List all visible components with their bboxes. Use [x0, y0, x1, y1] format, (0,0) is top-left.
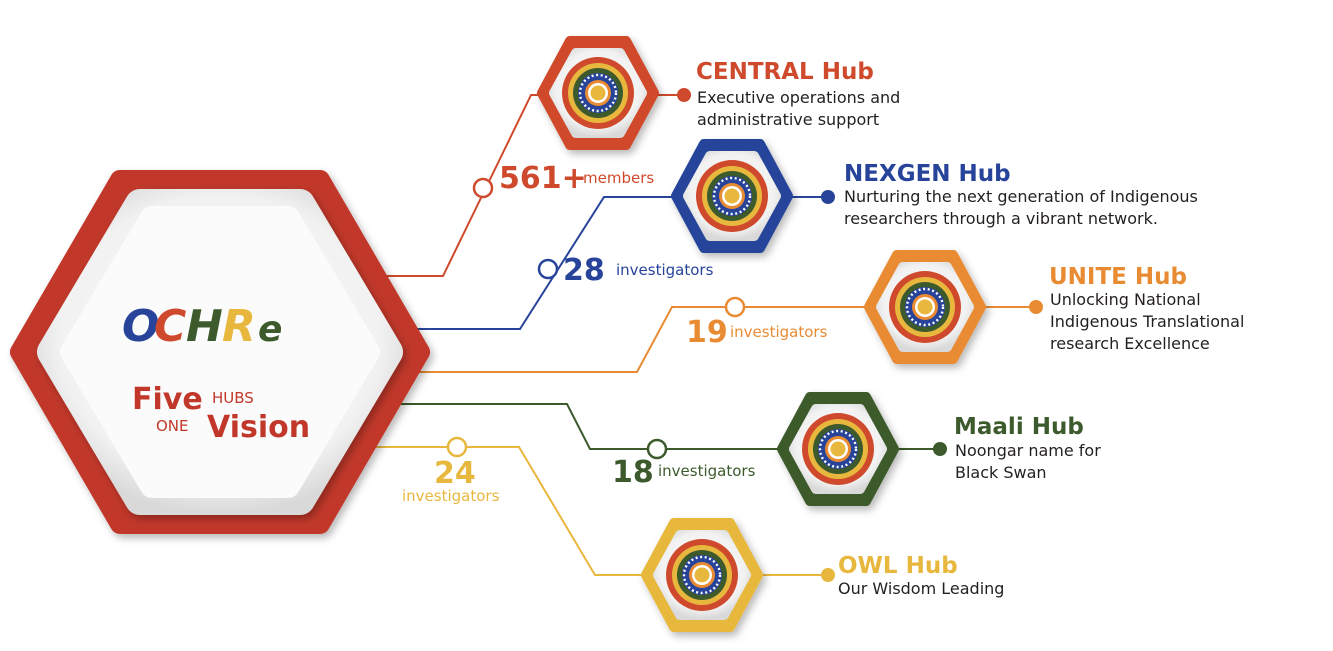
owl-stat-ring [446, 436, 468, 458]
nexgen-stat-number: 28 [563, 253, 605, 288]
hubs-text: HUBS [212, 389, 254, 407]
maali-stat-number: 18 [612, 455, 654, 490]
unite-stat-ring [724, 296, 746, 318]
unite-stat-number: 19 [686, 315, 728, 350]
unite-hub-desc-line2: Indigenous Translational [1050, 312, 1244, 331]
owl-stat-number: 24 [434, 456, 476, 491]
nexgen-hexagon [671, 139, 793, 253]
ochre-main-hexagon [10, 170, 430, 534]
nexgen-end-dot [821, 190, 835, 204]
maali-end-dot [933, 442, 947, 456]
logo-letter-c: C [154, 301, 186, 352]
unite-stat-label: investigators [730, 323, 828, 341]
central-emblem-icon [560, 55, 636, 131]
maali-hub-desc-line1: Noongar name for [955, 441, 1101, 460]
logo-letter-e: e [258, 309, 282, 350]
maali-emblem-icon [800, 411, 876, 487]
owl-hub-title: OWL Hub [838, 553, 958, 579]
vision-text: Vision [207, 410, 310, 445]
logo-letter-h: H [186, 301, 223, 352]
maali-hub-title: Maali Hub [954, 414, 1084, 440]
five-text: Five [132, 382, 203, 417]
central-stat-number: 561+ [499, 161, 587, 196]
logo-letter-r: R [222, 301, 256, 352]
owl-emblem-icon [664, 537, 740, 613]
central-hexagon [537, 36, 659, 150]
maali-stat-ring [646, 438, 668, 460]
nexgen-stat-ring [537, 258, 559, 280]
maali-hexagon [777, 392, 899, 506]
unite-end-dot [1029, 300, 1043, 314]
ochre-logo: O C H R e [122, 301, 282, 352]
unite-hub-title: UNITE Hub [1049, 264, 1187, 290]
central-stat-ring [472, 177, 494, 199]
maali-connector [311, 403, 940, 450]
nexgen-hub-title: NEXGEN Hub [844, 161, 1011, 187]
owl-end-dot [821, 568, 835, 582]
unite-hub-desc-line1: Unlocking National [1050, 290, 1201, 309]
owl-hub-desc-line1: Our Wisdom Leading [838, 579, 1004, 598]
unite-hub-desc-line3: research Excellence [1050, 334, 1210, 353]
nexgen-stat-label: investigators [616, 261, 714, 279]
owl-stat-label: investigators [402, 487, 500, 505]
nexgen-hub-desc-line1: Nurturing the next generation of Indigen… [844, 187, 1198, 206]
one-text: ONE [156, 417, 189, 435]
unite-hexagon [864, 250, 986, 364]
central-hub-desc-line1: Executive operations and [697, 88, 900, 107]
central-stat-label: members [583, 169, 654, 187]
owl-hexagon [641, 518, 763, 632]
maali-stat-label: investigators [658, 462, 756, 480]
unite-emblem-icon [887, 269, 963, 345]
nexgen-hub-desc-line2: researchers through a vibrant network. [844, 209, 1158, 228]
logo-letter-o: O [122, 301, 159, 352]
central-end-dot [677, 88, 691, 102]
central-hub-desc-line2: administrative support [697, 110, 879, 129]
maali-hub-desc-line2: Black Swan [955, 463, 1047, 482]
central-hub-title: CENTRAL Hub [696, 59, 874, 85]
unite-connector [367, 306, 1036, 373]
nexgen-emblem-icon [694, 158, 770, 234]
